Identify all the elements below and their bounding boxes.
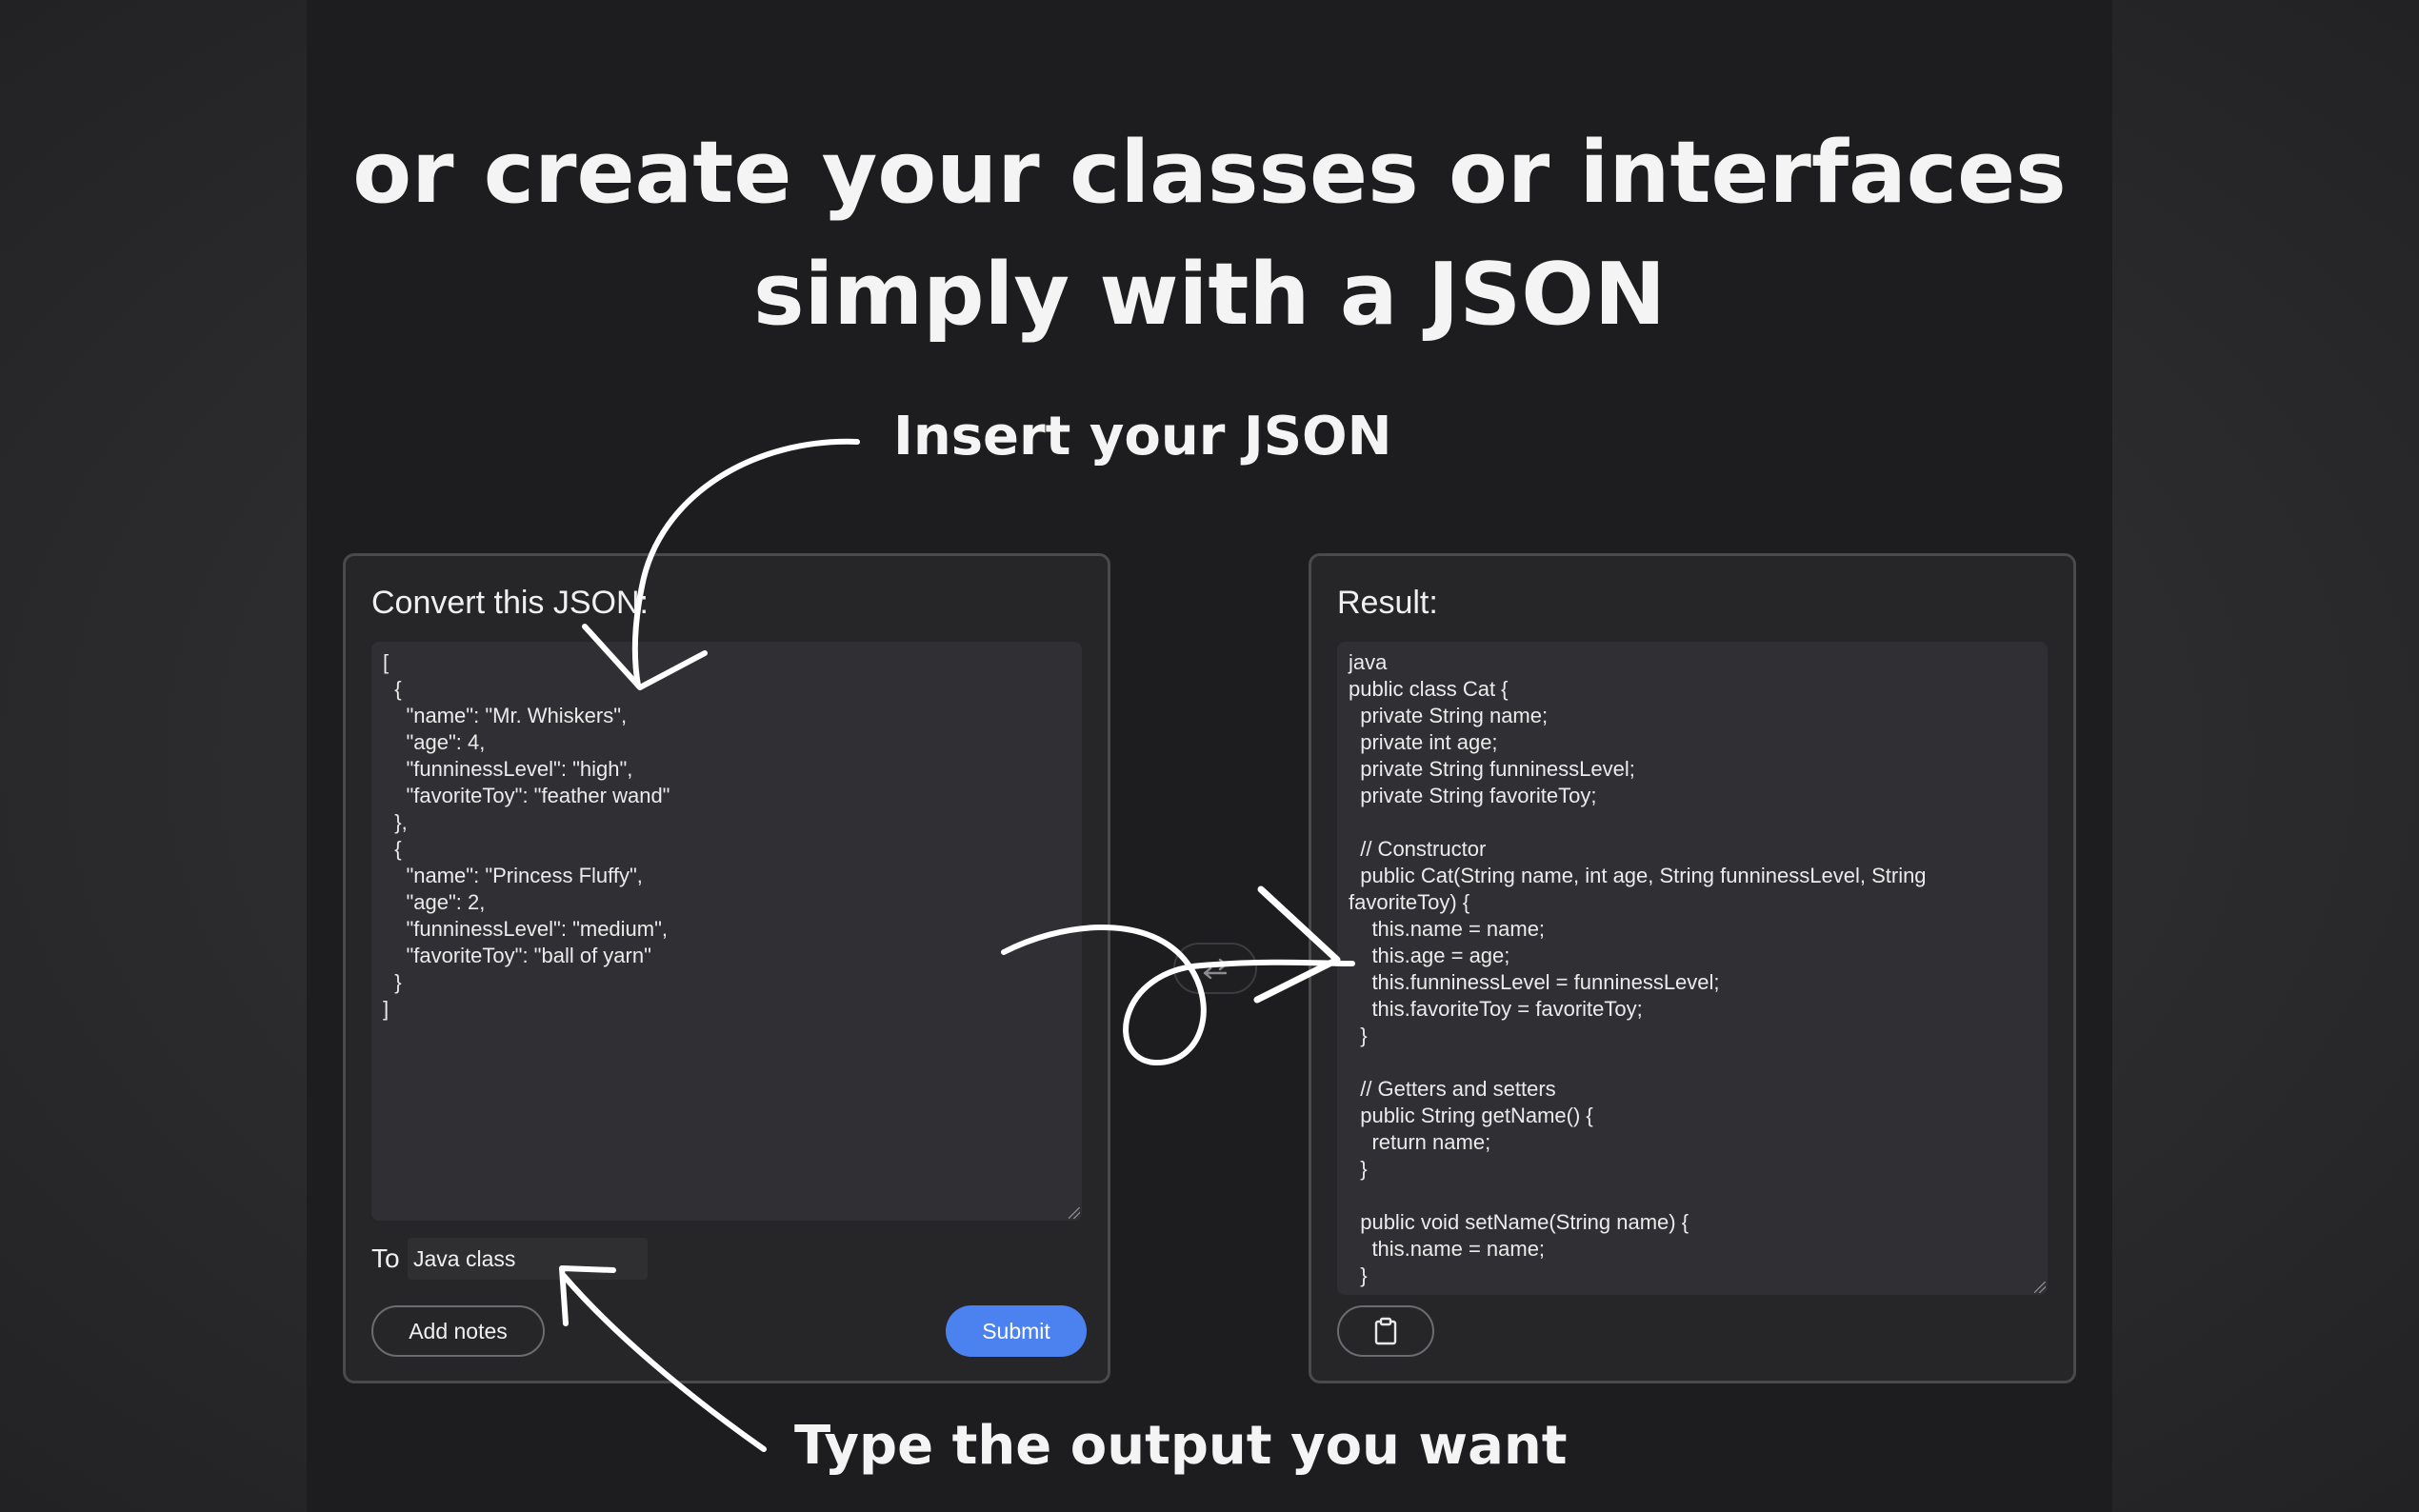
callout-insert-json: Insert your JSON	[893, 406, 1392, 468]
resize-handle-icon[interactable]	[2034, 1282, 2046, 1293]
to-label: To	[371, 1243, 400, 1273]
convert-json-panel: Convert this JSON: [ { "name": "Mr. Whis…	[343, 553, 1110, 1383]
resize-handle-icon[interactable]	[1069, 1207, 1080, 1219]
result-title: Result:	[1337, 585, 1438, 621]
add-notes-button[interactable]: Add notes	[371, 1305, 545, 1357]
json-input-textarea[interactable]: [ { "name": "Mr. Whiskers", "age": 4, "f…	[371, 642, 1082, 1221]
headline-line-2: simply with a JSON	[752, 245, 1667, 345]
convert-json-title: Convert this JSON:	[371, 585, 649, 621]
target-type-input[interactable]	[408, 1238, 648, 1280]
copy-result-button[interactable]	[1337, 1305, 1434, 1357]
promo-stage: or create your classes or interfaces sim…	[307, 0, 2112, 1512]
submit-button[interactable]: Submit	[946, 1305, 1087, 1357]
headline-line-1: or create your classes or interfaces	[352, 123, 2067, 223]
swap-button[interactable]	[1173, 943, 1257, 994]
json-input-content: [ { "name": "Mr. Whiskers", "age": 4, "f…	[383, 650, 670, 1021]
swap-arrows-icon	[1203, 958, 1228, 980]
result-content: java public class Cat { private String n…	[1349, 650, 1927, 1287]
callout-type-output: Type the output you want	[794, 1415, 1568, 1477]
result-textarea[interactable]: java public class Cat { private String n…	[1337, 642, 2048, 1295]
clipboard-icon	[1374, 1317, 1397, 1345]
result-panel: Result: java public class Cat { private …	[1309, 553, 2076, 1383]
headline: or create your classes or interfaces sim…	[307, 112, 2112, 356]
